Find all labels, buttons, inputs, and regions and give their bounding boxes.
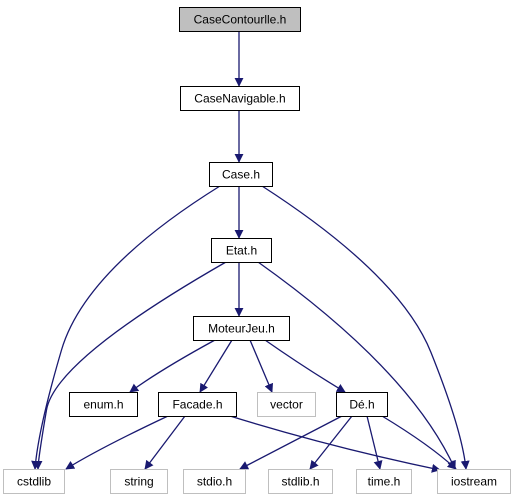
edge-facade-to-cstdlib [65,415,169,470]
edge-de-to-time [366,415,383,470]
node-label: vector [270,398,303,412]
node-box [183,469,246,494]
node-label: stdio.h [197,475,232,489]
node-box [179,7,301,32]
node-label: stdlib.h [281,475,319,489]
node-label: CaseContourlle.h [194,13,287,27]
node-label: string [124,475,153,489]
node-casecontourlle[interactable]: CaseContourlle.h [179,7,301,32]
edge-moteurjeu-to-vector [249,339,273,393]
edge-case-to-iostream [261,185,470,470]
edge-etat-to-cstdlib [33,261,227,470]
nodes-layer: CaseContourlle.hCaseNavigable.hCase.hEta… [3,7,511,494]
node-box [209,162,273,187]
edge-facade-to-iostream [229,415,441,473]
node-label: time.h [368,475,401,489]
edge-de-to-stdio [239,415,343,470]
node-de[interactable]: Dé.h [336,392,388,417]
node-box [110,469,168,494]
node-box [356,469,412,494]
edge-moteurjeu-to-facade [199,339,233,393]
edge-moteurjeu-to-enum [129,339,216,393]
edge-etat-to-iostream [257,261,456,470]
edge-moteurjeu-to-de [264,339,346,393]
node-label: enum.h [83,398,123,412]
node-cstdlib: cstdlib [3,469,65,494]
node-enum[interactable]: enum.h [69,392,138,417]
node-stdlib: stdlib.h [268,469,333,494]
node-label: Facade.h [172,398,222,412]
node-box [257,392,316,417]
node-time: time.h [356,469,412,494]
node-box [180,86,300,111]
node-box [193,316,290,341]
node-case[interactable]: Case.h [209,162,273,187]
node-iostream: iostream [437,469,511,494]
node-label: Dé.h [349,398,374,412]
node-stdio: stdio.h [183,469,246,494]
edges-layer [31,31,470,473]
node-label: iostream [451,475,497,489]
node-box [268,469,333,494]
edge-de-to-iostream [381,415,457,470]
node-label: Etat.h [226,244,257,258]
node-etat[interactable]: Etat.h [211,238,272,263]
node-label: CaseNavigable.h [194,92,285,106]
node-vector: vector [257,392,316,417]
node-moteurjeu[interactable]: MoteurJeu.h [193,316,290,341]
node-string: string [110,469,168,494]
node-box [211,238,272,263]
node-box [437,469,511,494]
edge-de-to-stdlib [309,415,353,470]
edge-case-to-cstdlib [31,185,221,470]
node-box [158,392,237,417]
node-box [336,392,388,417]
node-label: cstdlib [17,475,51,489]
node-facade[interactable]: Facade.h [158,392,237,417]
node-label: Case.h [222,168,260,182]
node-box [69,392,138,417]
node-casenavigable[interactable]: CaseNavigable.h [180,86,300,111]
node-box [3,469,65,494]
node-label: MoteurJeu.h [208,322,275,336]
edge-facade-to-string [144,415,186,470]
